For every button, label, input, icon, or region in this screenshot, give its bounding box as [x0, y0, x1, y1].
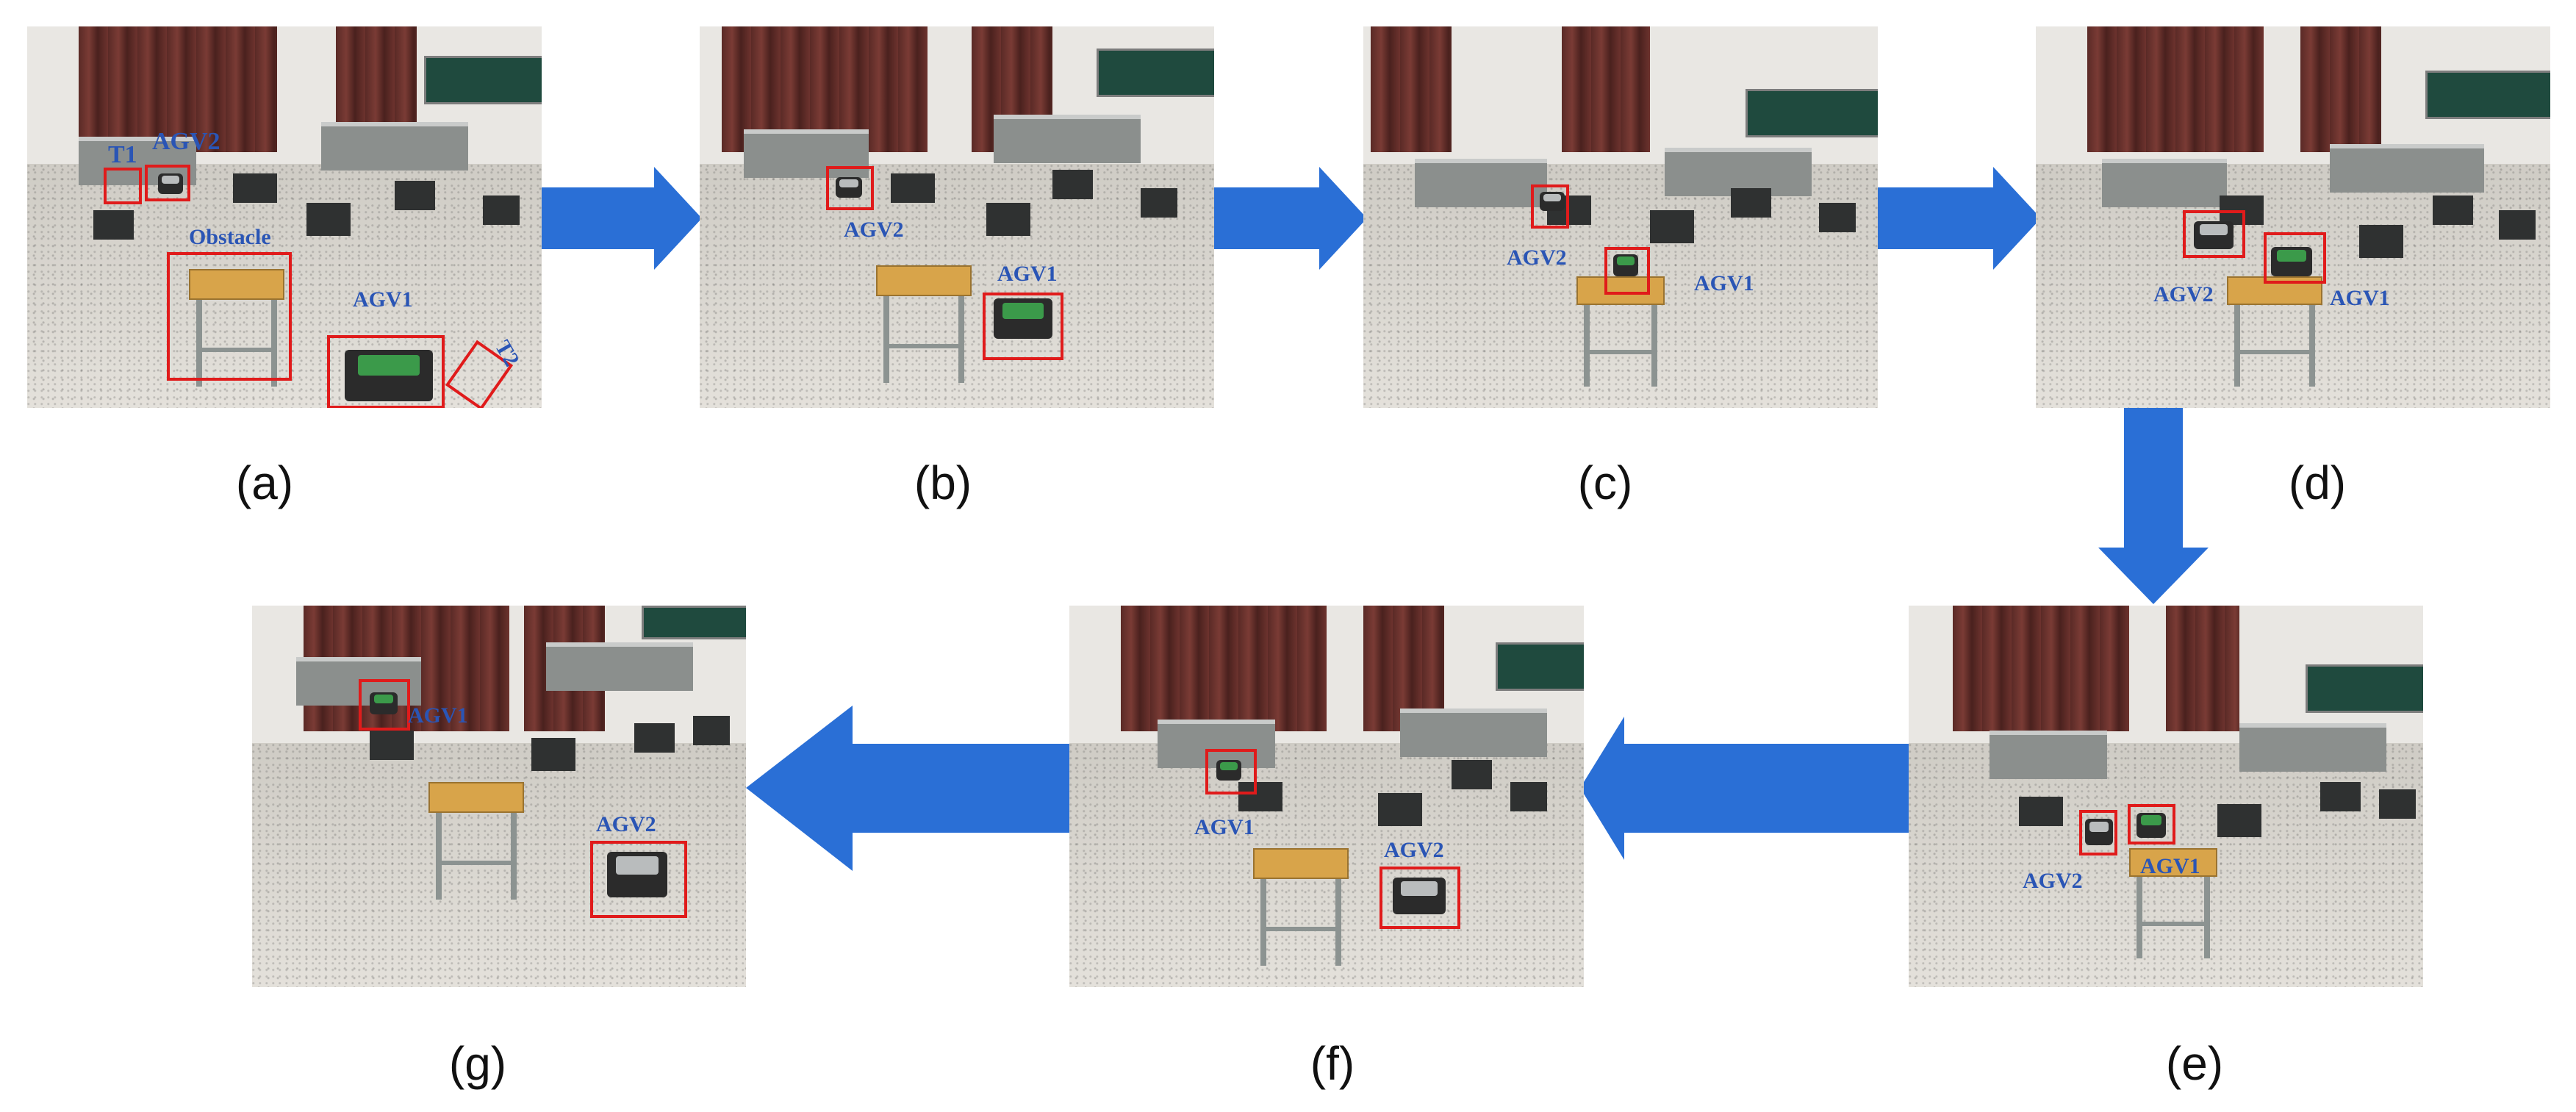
- agv1-robot: [2271, 247, 2312, 276]
- box-agv1: [2264, 232, 2326, 284]
- panel-f: AGV1 AGV2: [1069, 606, 1584, 987]
- agv2-robot: [836, 177, 862, 198]
- label-agv2: AGV2: [152, 128, 220, 155]
- caption-e: (e): [2165, 1037, 2224, 1090]
- label-agv1: AGV1: [1694, 271, 1754, 295]
- box-agv1: [2128, 804, 2175, 844]
- panel-e: AGV2 AGV1: [1909, 606, 2423, 987]
- arrow-c-to-d: [1878, 167, 2041, 270]
- box-agv2: [2183, 210, 2245, 258]
- panel-b: AGV2 AGV1: [700, 26, 1214, 408]
- box-t1: [104, 168, 142, 204]
- box-agv2: [826, 166, 874, 210]
- label-agv1: AGV1: [2330, 286, 2390, 310]
- agv2-robot: [607, 852, 667, 897]
- arrow-f-to-g: [746, 706, 1072, 871]
- box-agv1: [983, 293, 1063, 360]
- caption-d: (d): [2288, 456, 2347, 509]
- box-agv2: [1380, 867, 1460, 929]
- agv1-robot: [994, 298, 1052, 339]
- box-agv1: [327, 335, 445, 408]
- label-agv1: AGV1: [997, 262, 1058, 286]
- label-agv1: AGV1: [408, 703, 468, 728]
- agv2-robot: [2085, 819, 2113, 845]
- agv2-robot: [2194, 221, 2234, 249]
- label-agv1: AGV1: [2140, 854, 2200, 878]
- caption-c: (c): [1577, 456, 1633, 509]
- agv2-robot: [1540, 192, 1565, 211]
- label-agv2: AGV2: [2023, 869, 2083, 893]
- box-agv2: [590, 841, 687, 918]
- panel-c: AGV2 AGV1: [1363, 26, 1878, 408]
- agv1-robot: [1216, 760, 1241, 781]
- agv2-robot: [158, 173, 183, 194]
- label-agv2: AGV2: [844, 218, 904, 242]
- agv1-robot: [370, 692, 398, 714]
- panel-g: AGV1 AGV2: [252, 606, 746, 987]
- box-obstacle: [167, 252, 292, 381]
- agv1-robot: [345, 350, 433, 401]
- box-agv2: [2079, 810, 2117, 855]
- label-agv2: AGV2: [1384, 838, 1444, 862]
- arrow-e-to-f: [1580, 717, 1911, 860]
- arrow-b-to-c: [1205, 167, 1367, 270]
- panel-d: AGV2 AGV1: [2036, 26, 2550, 408]
- caption-f: (f): [1310, 1037, 1355, 1090]
- agv1-robot: [1613, 254, 1638, 276]
- agv2-robot: [1393, 878, 1446, 914]
- box-agv2: [1531, 184, 1569, 229]
- box-agv1: [1604, 247, 1650, 295]
- label-obstacle: Obstacle: [189, 225, 271, 249]
- label-agv1: AGV1: [1194, 815, 1255, 839]
- arrow-d-to-e: [2098, 406, 2209, 604]
- arrow-a-to-b: [540, 167, 702, 270]
- box-agv1: [1205, 749, 1257, 794]
- caption-a: (a): [235, 456, 294, 509]
- caption-g: (g): [448, 1037, 507, 1090]
- label-agv2: AGV2: [596, 812, 656, 836]
- box-agv1: [359, 679, 410, 731]
- agv1-robot: [2136, 813, 2166, 838]
- caption-b: (b): [914, 456, 972, 509]
- label-agv1: AGV1: [353, 287, 413, 312]
- label-agv2: AGV2: [2153, 282, 2214, 306]
- label-t1: T1: [108, 141, 137, 168]
- box-agv2: [145, 165, 190, 201]
- panel-a: T1 AGV2 Obstacle AGV1 T2: [27, 26, 542, 408]
- label-agv2: AGV2: [1507, 245, 1567, 270]
